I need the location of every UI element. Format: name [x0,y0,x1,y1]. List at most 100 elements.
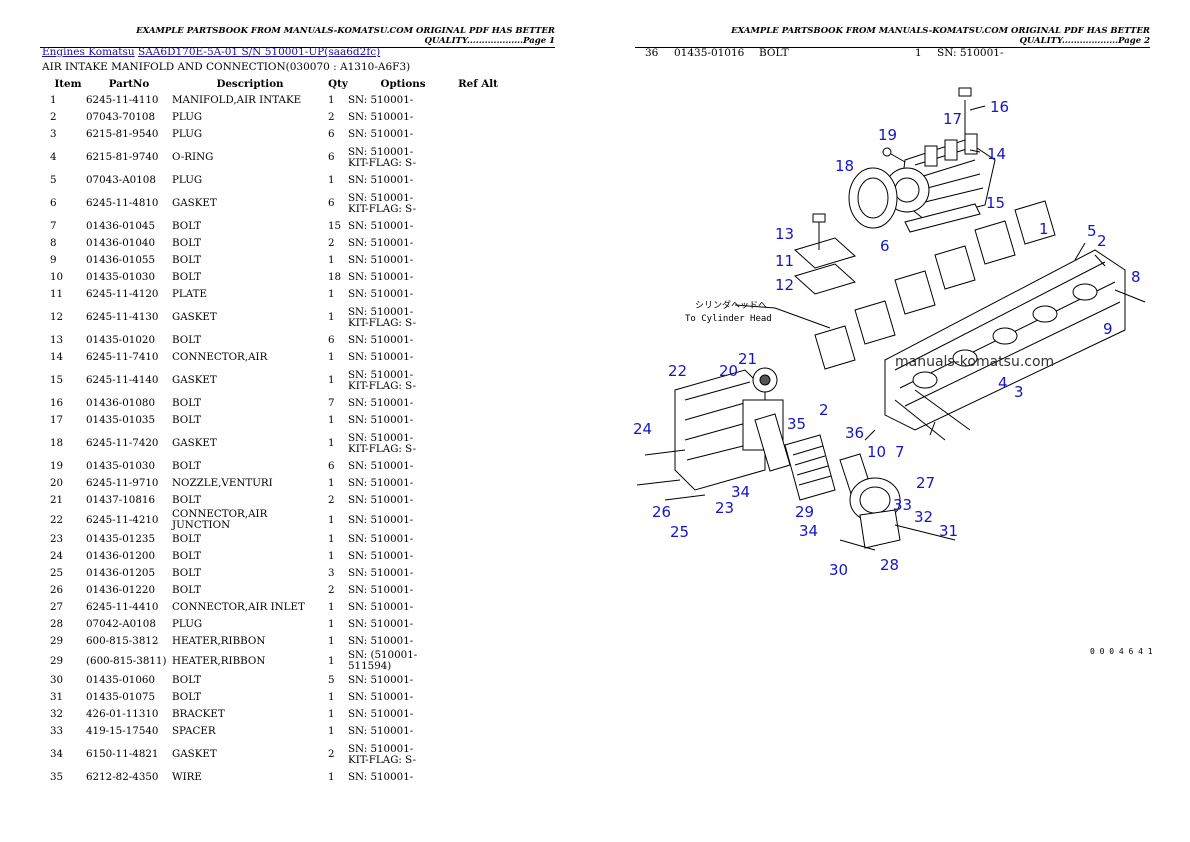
row-qty: 1 [328,635,335,647]
row-options: SN: 510001- [348,235,458,252]
row-options: SN: 510001- [348,475,458,492]
option-sn: SN: 510001- [348,460,414,472]
row-options: SN: 510001- [348,126,458,143]
page-header: EXAMPLE PARTSBOOK FROM MANUALS-KOMATSU.C… [40,26,555,48]
callout-28: 28 [880,556,899,574]
option-sn: SN: 510001- [348,305,414,318]
option-sn: SN: 510001- [348,674,414,686]
row-refalt [458,286,498,303]
row-item: 3 [50,128,57,140]
option-sn: SN: 510001- [348,567,414,579]
option-sn: SN: 510001- [348,618,414,630]
row-refalt [458,531,498,548]
row-refalt [458,616,498,633]
row-partno: 01436-01205 [86,567,155,579]
callout-14: 14 [987,145,1006,163]
callout-17: 17 [943,110,962,128]
row-refalt [458,458,498,475]
row-options: SN: 510001- [348,531,458,548]
row-options: SN: 510001- [348,109,458,126]
row-refalt [458,126,498,143]
row-item: 28 [50,618,64,630]
row-partno: 01436-01055 [86,254,155,266]
row-description: NOZZLE,VENTURI [172,477,273,489]
row-qty: 3 [328,567,335,579]
row-partno: 07042-A0108 [86,618,156,630]
row-qty: 7 [328,397,335,409]
option-sn: SN: 510001- [348,431,414,444]
breadcrumb-link-engines[interactable]: Engines Komatsu [42,46,135,58]
row-options: SN: 510001- [348,565,458,582]
option-sn: SN: 510001- [348,725,414,737]
row-refalt [458,349,498,366]
row-options: SN: (510001-511594) [348,650,458,672]
row-qty: 1 [328,254,335,266]
row-qty: 1 [328,174,335,186]
page-number: Page 2 [1118,36,1150,46]
row-qty: 1 [915,47,922,59]
row-refalt [458,332,498,349]
option-kit-flag: KIT-FLAG: S- [348,202,417,215]
row-qty: 1 [328,771,335,783]
row-options: SN: 510001-KIT-FLAG: S- [348,303,458,332]
row-refalt [458,769,498,786]
row-description: BOLT [172,567,202,579]
row-description: BOLT [172,397,202,409]
breadcrumb: Engines Komatsu SAA6D170E-5A-01 S/N 5100… [42,46,380,58]
row-description: BOLT [172,550,202,562]
row-item: 35 [50,771,64,783]
option-sn: SN: 510001- [348,288,414,300]
row-description: BOLT [759,47,789,59]
row-partno: 6215-81-9540 [86,128,159,140]
row-item: 27 [50,601,64,613]
row-partno: 6245-11-4410 [86,601,159,613]
row-refalt [458,252,498,269]
row-options: SN: 510001- [348,769,458,786]
row-partno: 6245-11-4110 [86,94,159,106]
option-sn: SN: 510001- [348,771,414,783]
row-refalt [458,143,498,172]
row-qty: 1 [328,351,335,363]
row-description: BOLT [172,494,202,506]
row-refalt [458,740,498,769]
row-item: 18 [50,437,64,449]
row-refalt [458,492,498,509]
option-sn: SN: 510001- [348,533,414,545]
row-qty: 2 [328,584,335,596]
row-description: WIRE [172,771,202,783]
row-item: 25 [50,567,64,579]
row-description: GASKET [172,311,217,323]
callout-9: 9 [1103,320,1113,338]
callout-26: 26 [652,503,671,521]
row-item: 32 [50,708,64,720]
row-options: SN: 510001-KIT-FLAG: S- [348,366,458,395]
row-refalt [458,672,498,689]
option-sn: SN: 510001- [348,334,414,346]
row-partno: 01436-01220 [86,584,155,596]
row-qty: 1 [328,708,335,720]
row-description: BOLT [172,584,202,596]
row-refalt [458,303,498,332]
row-description: GASKET [172,197,217,209]
inlet-connector-27-drawing [839,477,956,551]
row-options: SN: 510001- [348,92,458,109]
row-options: SN: 510001- [937,47,1004,59]
callout-31: 31 [939,522,958,540]
callout-34b: 34 [799,522,818,540]
row-partno: 6245-11-4210 [86,513,159,526]
note-jp: シリンダヘッドへ [695,299,767,311]
row-qty: 1 [328,654,335,667]
row-refalt [458,172,498,189]
row-description: PLUG [172,128,203,140]
option-sn: SN: 510001- [348,174,414,186]
row-item: 6 [50,197,57,209]
row-partno: 6245-11-7420 [86,437,159,449]
breadcrumb-link-model[interactable]: SAA6D170E-5A-01 S/N 510001-UP(saa6d2fc) [138,46,381,58]
